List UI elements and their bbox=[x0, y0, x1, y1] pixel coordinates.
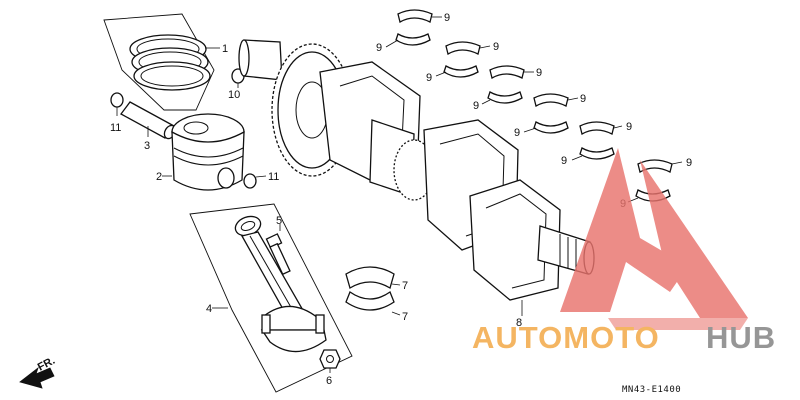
callout-labels: 1 2 3 4 5 6 7 7 8 9 9 9 9 9 9 9 9 9 9 9 … bbox=[110, 12, 692, 387]
front-arrow-icon bbox=[19, 366, 55, 389]
drawing-code: MN43-E1400 bbox=[622, 385, 681, 395]
front-label: FR. bbox=[36, 355, 57, 374]
connecting-rod-assembly bbox=[189, 203, 353, 393]
callout-6: 6 bbox=[326, 375, 332, 387]
automotohub-watermark: AUTOMOTO HUB bbox=[472, 148, 776, 355]
callout-3: 3 bbox=[144, 140, 150, 152]
callout-9-h: 9 bbox=[514, 127, 520, 139]
callout-9-a: 9 bbox=[444, 12, 450, 24]
piston-pin-clip-11-right bbox=[243, 173, 267, 189]
callout-5: 5 bbox=[276, 215, 282, 227]
callout-8: 8 bbox=[516, 317, 522, 329]
callout-4: 4 bbox=[206, 303, 212, 315]
callout-9-c: 9 bbox=[493, 41, 499, 53]
piston-pin bbox=[120, 101, 177, 140]
watermark-word-hub: HUB bbox=[706, 320, 776, 355]
watermark-logo-icon bbox=[560, 148, 748, 330]
callout-9-k: 9 bbox=[686, 157, 692, 169]
piston bbox=[162, 113, 245, 191]
piston-pin-clip-11-left bbox=[110, 92, 124, 116]
conrod-bearing-lower bbox=[345, 290, 401, 316]
callout-9-i: 9 bbox=[626, 121, 632, 133]
callout-7-upper: 7 bbox=[402, 280, 408, 292]
connecting-rod-bolt bbox=[265, 224, 291, 276]
callout-9-f: 9 bbox=[473, 100, 479, 112]
callout-7-lower: 7 bbox=[402, 311, 408, 323]
callout-9-d: 9 bbox=[426, 72, 432, 84]
conrod-bearing-upper bbox=[345, 266, 401, 289]
crankshaft bbox=[238, 39, 595, 316]
callout-1: 1 bbox=[222, 43, 228, 55]
callout-9-e: 9 bbox=[536, 67, 542, 79]
front-direction-marker: FR. bbox=[19, 355, 57, 389]
callout-9-j: 9 bbox=[561, 155, 567, 167]
piston-rings-set bbox=[103, 13, 220, 111]
callout-9-g: 9 bbox=[580, 93, 586, 105]
callout-11-left: 11 bbox=[110, 122, 121, 134]
callout-10: 10 bbox=[228, 89, 240, 101]
callout-9-b: 9 bbox=[376, 42, 382, 54]
watermark-word-automoto: AUTOMOTO bbox=[472, 320, 660, 355]
connecting-rod-nut bbox=[319, 349, 341, 373]
callout-11-right: 11 bbox=[268, 171, 279, 183]
callout-2: 2 bbox=[156, 171, 162, 183]
